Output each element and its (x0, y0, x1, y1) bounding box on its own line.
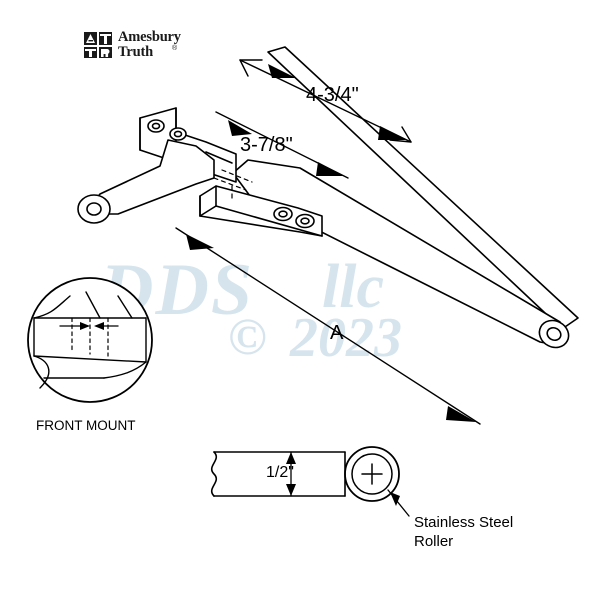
base-housing (199, 185, 323, 237)
callout-label-front-mount: FRONT MOUNT (36, 418, 136, 433)
arrowhead-left-3-7-8 (228, 120, 252, 136)
dimension-label-1-2: 1/2" (266, 464, 294, 481)
arrowhead-up-1-2 (286, 452, 296, 464)
extension-arm-upper (267, 46, 579, 330)
arrowhead-right-a (446, 406, 476, 422)
callout-label-roller-line2: Roller (414, 533, 454, 550)
amesbury-truth-logo-icon (84, 32, 112, 58)
main-arm (232, 159, 570, 349)
arrowhead-right-4-3-4 (378, 126, 408, 140)
dimension-label-3-7-8: 3-7/8" (240, 134, 293, 156)
arrowhead-detail-left (94, 322, 104, 330)
brand-name-line1: Amesbury (118, 29, 181, 45)
arrowhead-roller-leader (390, 492, 400, 506)
brand-trademark: ® (172, 45, 178, 52)
arrowhead-left-4-3-4 (268, 64, 296, 78)
callout-label-a: A (330, 322, 344, 344)
arrowhead-down-1-2 (286, 484, 296, 496)
brand-name-line2: Truth (118, 44, 153, 60)
hidden-detail-lines (213, 169, 253, 201)
crank-link (77, 139, 233, 224)
arrowhead-right-3-7-8 (316, 162, 344, 176)
front-mount-hidden-lines (71, 317, 109, 357)
dimension-line-a (175, 227, 481, 425)
dimension-label-4-3-4: 4-3/4" (306, 84, 359, 106)
arrowhead-left-a (186, 234, 214, 250)
brand-logo: Amesbury Truth ® (84, 28, 224, 64)
roller-section (210, 446, 400, 502)
arrowhead-detail-right (80, 322, 90, 330)
callout-label-roller-line1: Stainless Steel (414, 514, 514, 531)
